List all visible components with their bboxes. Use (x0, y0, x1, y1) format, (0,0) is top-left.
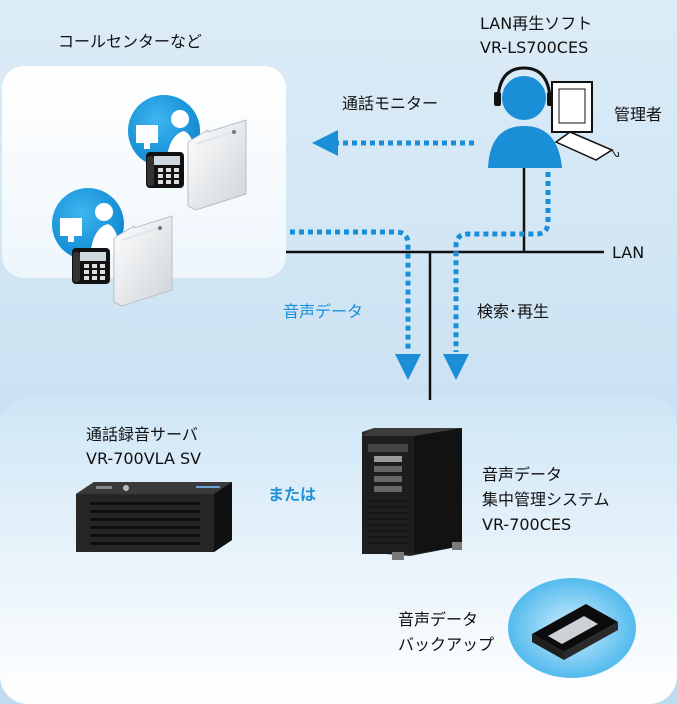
or-label: または (268, 485, 317, 504)
voice-data-arrowhead (395, 354, 421, 380)
tower-server-icon (362, 428, 462, 560)
server-panel (0, 398, 677, 704)
call-monitor-label: 通話モニター (342, 94, 439, 113)
computer-icon (551, 81, 620, 161)
voice-data-flow (290, 229, 411, 352)
monitor-arrowhead (312, 130, 338, 156)
central-system-label-2: 集中管理システム (482, 490, 610, 509)
recorder-device-icon (187, 119, 247, 211)
backup-cartridge-icon (508, 578, 636, 678)
lan-software-model: VR-LS700CES (480, 38, 589, 57)
rack-server-icon (76, 482, 232, 552)
administrator-icon (488, 66, 562, 168)
administrator-label: 管理者 (614, 105, 663, 124)
lan-software-label: LAN再生ソフト (480, 14, 593, 33)
lan-label: LAN (612, 243, 645, 262)
phone-icon (146, 152, 184, 188)
search-flow (453, 172, 551, 352)
recorder-device-icon (113, 215, 173, 307)
central-system-model: VR-700CES (482, 515, 572, 534)
search-arrowhead (443, 354, 469, 380)
recording-server-label: 通話録音サーバ (86, 425, 198, 444)
phone-icon (72, 248, 110, 284)
backup-label-1: 音声データ (398, 610, 479, 629)
recording-server-model: VR-700VLA SV (86, 449, 202, 468)
backup-label-2: バックアップ (398, 635, 495, 654)
central-system-label-1: 音声データ (482, 465, 563, 484)
voice-data-label: 音声データ (283, 302, 364, 321)
call-center-label: コールセンターなど (58, 32, 203, 51)
search-playback-label: 検索･再生 (477, 302, 550, 321)
